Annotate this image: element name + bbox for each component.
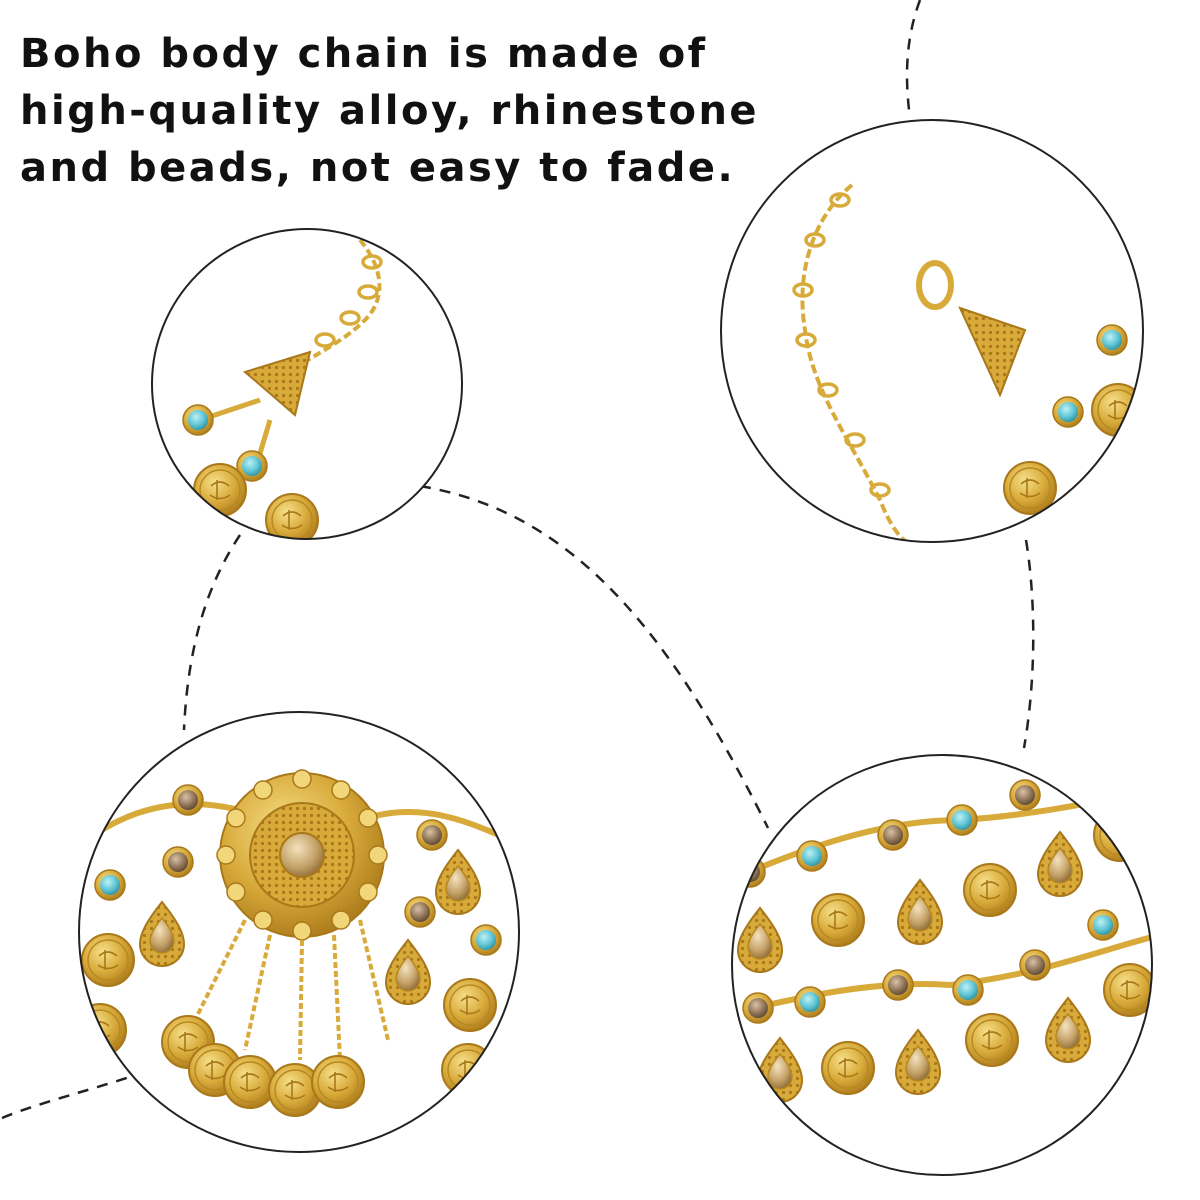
headline: Boho body chain is made of high-quality … [20, 26, 880, 197]
headline-line-2: high-quality alloy, rhinestone [20, 88, 760, 134]
headline-line-3: and beads, not easy to fade. [20, 145, 736, 191]
detail-view-double-strands [731, 754, 1153, 1176]
detail-view-left-clasp [151, 228, 463, 540]
dashed-connectors [1, 0, 1035, 1120]
headline-line-1: Boho body chain is made of [20, 31, 708, 77]
detail-view-center-medallion [78, 711, 520, 1153]
detail-view-right-clasp [720, 119, 1144, 543]
